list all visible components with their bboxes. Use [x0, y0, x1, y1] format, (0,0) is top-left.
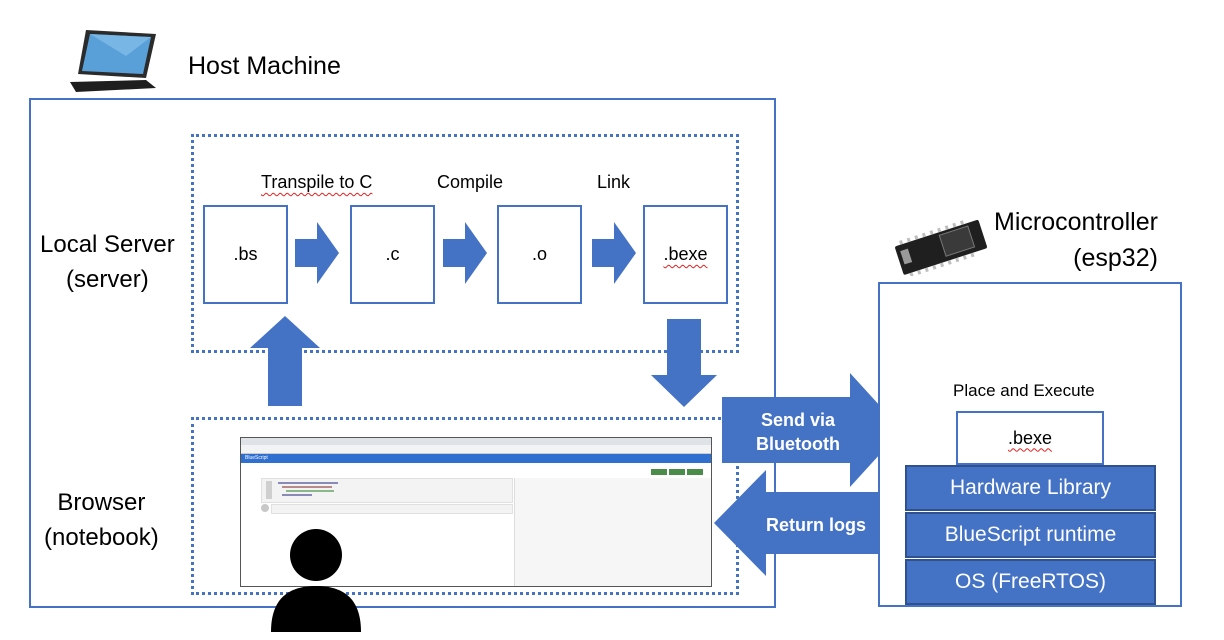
file-bexe: .bexe — [643, 205, 728, 304]
local-server-box — [191, 134, 739, 353]
step-compile: Compile — [437, 172, 504, 192]
arrow-o-to-bexe — [592, 222, 636, 284]
local-server-label-line1: Local Server — [40, 231, 175, 258]
empty-cell — [271, 504, 513, 514]
send-arrow — [722, 373, 902, 487]
arrow-bs-to-c — [295, 222, 339, 284]
stack-os-freertos: OS (FreeRTOS) — [905, 559, 1156, 605]
file-o: .o — [497, 205, 582, 304]
step-transpile: Transpile to C — [261, 172, 373, 192]
cell-run-icon — [261, 504, 269, 512]
place-execute-label: Place and Execute — [953, 381, 1095, 400]
browser-label-line1: Browser — [57, 489, 146, 516]
app-header-bar: BlueScript — [241, 454, 711, 463]
local-server-label-line2: (server) — [66, 265, 149, 293]
toolbar-button-1 — [651, 469, 667, 475]
code-cell — [261, 478, 513, 503]
toolbar-button-3 — [687, 469, 703, 475]
log-panel — [514, 478, 711, 586]
arrow-bexe-down — [651, 319, 717, 407]
return-arrow — [714, 470, 892, 576]
local-server-label: Local Server (server) — [40, 228, 175, 298]
toolbar-button-2 — [669, 469, 685, 475]
mcu-file-bexe: .bexe — [956, 411, 1104, 465]
stack-bluescript-runtime: BlueScript runtime — [905, 512, 1156, 558]
browser-label: Browser (notebook) — [44, 486, 159, 556]
file-c: .c — [350, 205, 435, 304]
microcontroller-title-line1: Microcontroller — [994, 208, 1158, 236]
stack-hardware-library: Hardware Library — [905, 465, 1156, 511]
step-link: Link — [597, 172, 631, 192]
send-arrow-label: Send via Bluetooth — [756, 410, 840, 455]
app-name: BlueScript — [245, 455, 268, 461]
arrow-browser-to-server — [250, 316, 320, 406]
return-arrow-label: Return logs — [765, 515, 866, 535]
microcontroller-title: Microcontroller (esp32) — [994, 204, 1158, 277]
host-machine-title: Host Machine — [188, 52, 341, 80]
esp32-board-icon — [895, 219, 988, 276]
browser-addressbar — [241, 445, 711, 454]
laptop-icon — [70, 30, 156, 92]
user-icon — [271, 529, 361, 632]
file-bs: .bs — [203, 205, 288, 304]
microcontroller-title-line2: (esp32) — [1073, 244, 1158, 273]
browser-tabbar — [241, 438, 711, 445]
arrow-c-to-o — [443, 222, 487, 284]
browser-label-line2: (notebook) — [44, 523, 159, 551]
